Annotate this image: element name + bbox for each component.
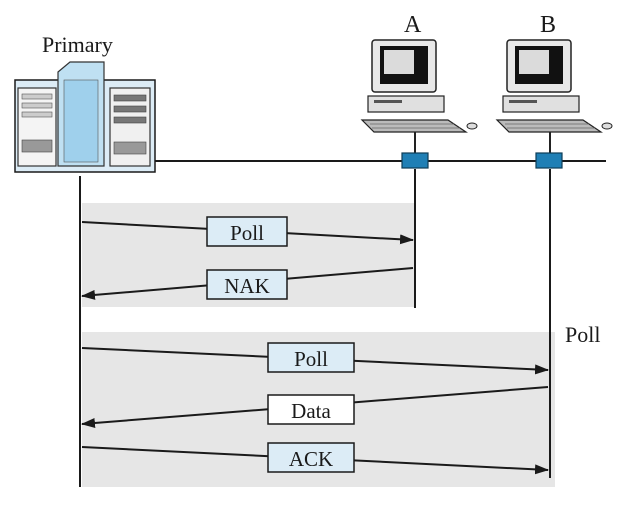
station-a-label: A bbox=[404, 12, 422, 38]
poll-b-label: Poll bbox=[294, 347, 328, 371]
data-b-label: Data bbox=[291, 399, 331, 423]
poll-side-label: Poll bbox=[565, 322, 600, 347]
ack-b-frame bbox=[267, 442, 355, 473]
station-a-tap bbox=[401, 152, 429, 169]
poll-a-frame bbox=[206, 216, 288, 247]
poll-a-label: Poll bbox=[230, 221, 264, 245]
station-b-tap bbox=[535, 152, 563, 169]
nak-a-frame bbox=[206, 269, 288, 300]
desktop-computer-icon bbox=[495, 39, 613, 155]
station-b-label: B bbox=[540, 12, 556, 38]
server-icon bbox=[14, 61, 156, 173]
nak-a-label: NAK bbox=[224, 274, 270, 298]
desktop-computer-icon bbox=[360, 39, 478, 155]
ack-b-label: ACK bbox=[289, 447, 333, 471]
primary-label: Primary bbox=[42, 32, 113, 57]
data-b-frame bbox=[267, 394, 355, 425]
poll-b-frame bbox=[267, 342, 355, 373]
